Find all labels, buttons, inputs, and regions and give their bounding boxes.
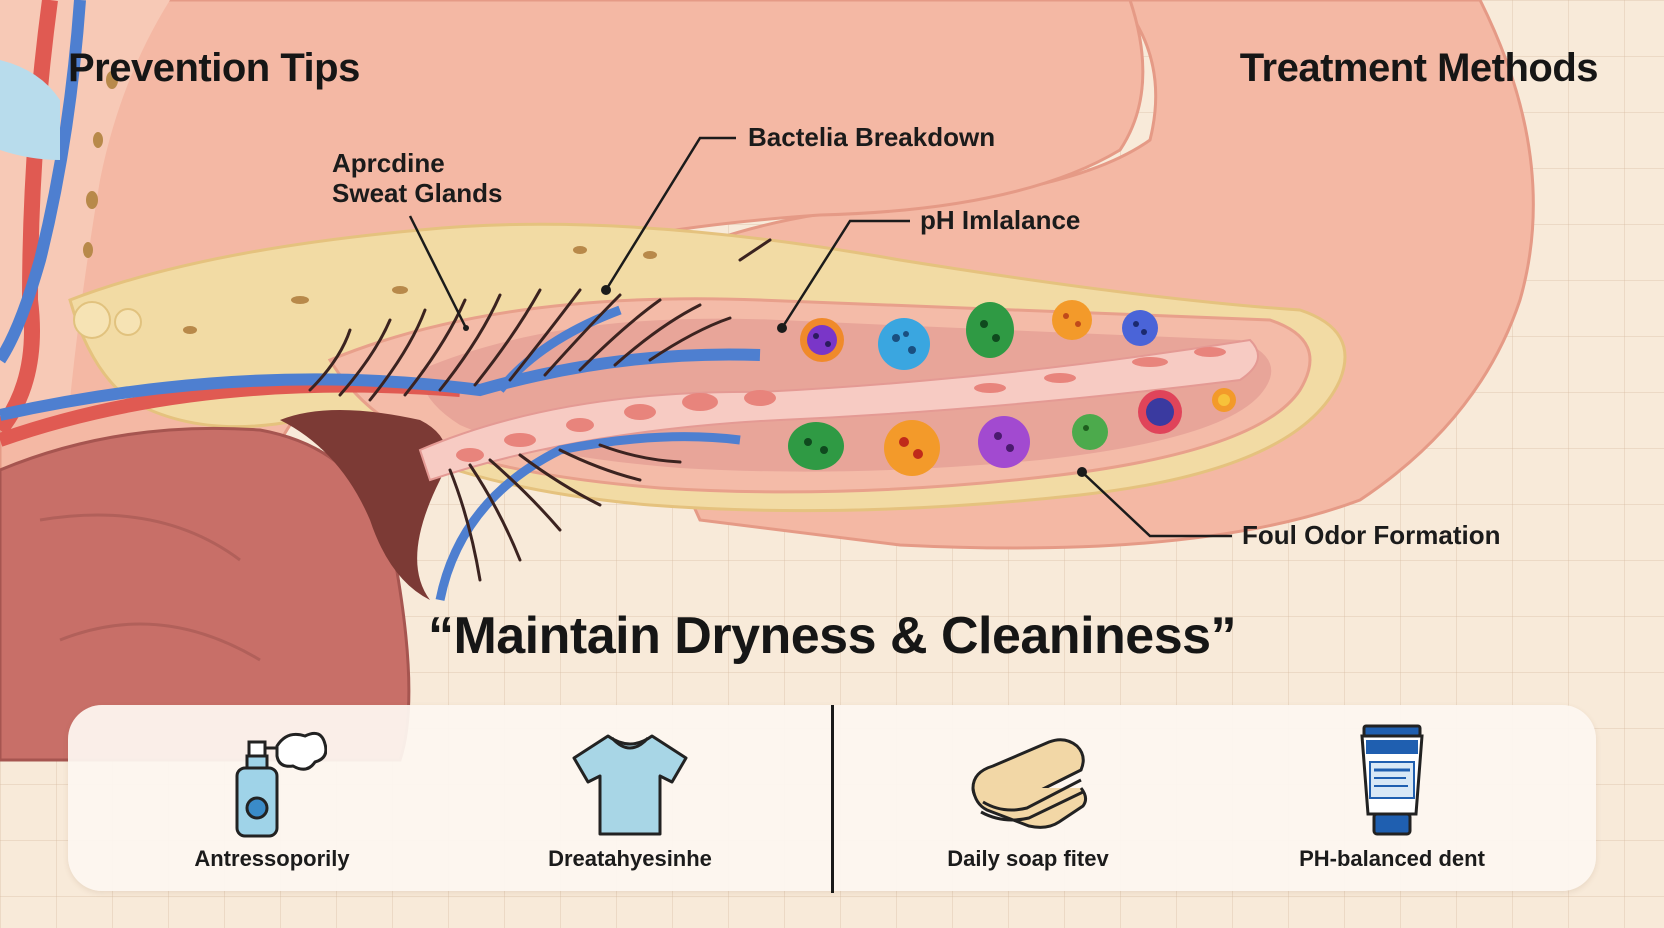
- treatment-methods-heading: Treatment Methods: [1239, 46, 1599, 90]
- panel-divider: [831, 705, 834, 893]
- hair-strands: [308, 238, 772, 582]
- bacterium: [1212, 388, 1236, 412]
- bacterium: [1072, 414, 1108, 450]
- bacterium: [1138, 390, 1182, 434]
- gland-pocket: [280, 410, 447, 600]
- slogan: “Maintain Dryness & Cleaniness”: [427, 607, 1237, 665]
- ph-imbalance-label: pH Imlalance: [920, 205, 1081, 235]
- tip-label: Dreatahyesinhe: [548, 846, 712, 871]
- bacterium: [966, 302, 1014, 358]
- t-shirt-icon: [572, 734, 688, 836]
- foul-odor-label: Foul Odor Formation: [1242, 520, 1501, 550]
- fat-dots: [83, 71, 657, 334]
- cream-tube-icon: [1360, 724, 1424, 836]
- tip-ph-balanced: PH-balanced dent: [1242, 722, 1542, 872]
- tip-daily-soap: Daily soap fitev: [878, 722, 1178, 872]
- vein: [0, 0, 86, 364]
- bacterium: [884, 420, 940, 476]
- gland-cells: [456, 347, 1226, 462]
- bacterium: [978, 416, 1030, 468]
- tip-label: PH-balanced dent: [1299, 846, 1485, 871]
- sweat-glands-label-line2: Sweat Glands: [332, 178, 503, 208]
- sweat-glands-label-line1: Aprcdine: [332, 148, 445, 178]
- bacteria-breakdown-label: Bactelia Breakdown: [748, 122, 996, 152]
- artery: [0, 0, 58, 435]
- folded-towel-icon: [971, 738, 1088, 829]
- tip-antiperspirant: Antressoporily: [122, 722, 422, 872]
- bacterium: [1122, 310, 1158, 346]
- spray-bottle-icon: [235, 731, 327, 838]
- shoulder-vessel: [0, 60, 60, 160]
- bacterium: [1052, 300, 1092, 340]
- bacterium: [878, 318, 930, 370]
- leader-lines: [408, 136, 1232, 538]
- prevention-tips-heading: Prevention Tips: [68, 46, 360, 90]
- tip-breathable-clothing: Dreatahyesinhe: [480, 722, 780, 872]
- bacterium: [800, 318, 844, 362]
- sweat-glands-label: Aprcdine Sweat Glands: [332, 148, 503, 208]
- bacterium: [788, 422, 844, 470]
- tip-label: Antressoporily: [194, 846, 350, 871]
- tip-label: Daily soap fitev: [947, 846, 1109, 871]
- bacteria-cluster: [788, 300, 1236, 476]
